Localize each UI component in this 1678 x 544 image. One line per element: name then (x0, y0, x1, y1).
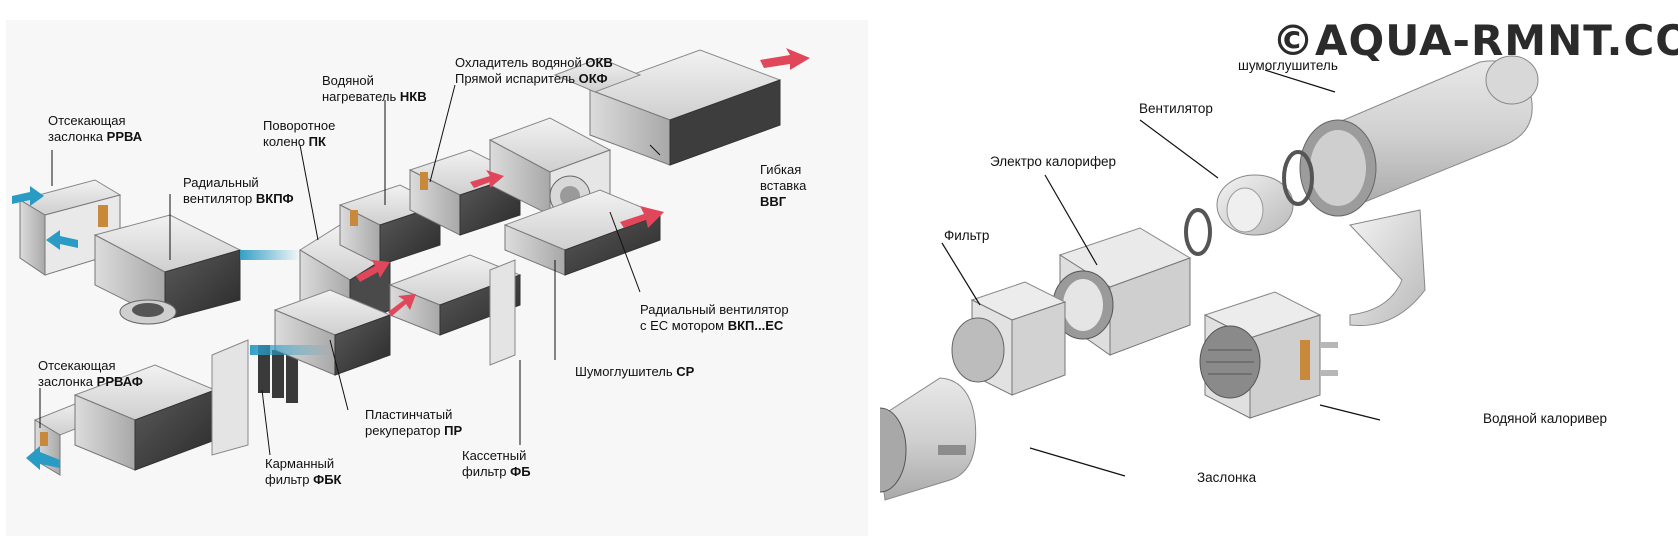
label-rrvaf-code: РРВАФ (96, 374, 143, 389)
label-vkpf-line1: Радиальный (183, 175, 259, 190)
label-rrva-line1: Отсекающая (48, 113, 126, 128)
label-okv-line1a: Охладитель водяной (455, 55, 586, 70)
label-pr-line1: Пластинчатый (365, 407, 453, 422)
label-rrva-line2a: заслонка (48, 129, 107, 144)
label-vvg-code: ВВГ (760, 194, 787, 209)
filter-shape (951, 281, 1067, 396)
label-okf-code: ОКФ (578, 71, 608, 86)
label-pk: Поворотное колено ПК (263, 118, 335, 150)
leader-lines (39, 84, 661, 456)
label-rrvaf-line1: Отсекающая (38, 358, 116, 373)
label-water-heater: Водяной калоривер (1483, 411, 1607, 426)
label-fbk: Карманный фильтр ФБК (265, 456, 341, 488)
label-sr: Шумоглушитель СР (575, 364, 694, 380)
label-vvg: Гибкая вставка ВВГ (760, 162, 806, 210)
label-nkv-line1: Водяной (322, 73, 374, 88)
label-rrva: Отсекающая заслонка РРВА (48, 113, 142, 145)
leader-lines-right (941, 69, 1381, 477)
label-fbk-line1: Карманный (265, 456, 335, 471)
label-pr: Пластинчатый рекуператор ПР (365, 407, 462, 439)
label-silencer: шумоглушитель (1238, 58, 1338, 73)
label-vkpf-line2a: вентилятор (183, 191, 256, 206)
ventilation-system-diagram: Отсекающая заслонка РРВА Радиальный вент… (12, 48, 810, 488)
label-vkp-ec-line2a: с ЕС мотором (640, 318, 728, 333)
label-vkp-ec-code: ВКП...ЕС (727, 318, 784, 333)
exploded-components-diagram: ©AQUA-RMNT.COM шумоглушитель Вентилятор … (880, 0, 1678, 544)
label-fb-line1: Кассетный (462, 448, 527, 463)
label-rrvaf: Отсекающая заслонка РРВАФ (38, 358, 143, 390)
watermark: ©AQUA-RMNT.COM (1272, 16, 1678, 65)
damper-shape (880, 377, 977, 501)
water-heater-shape (1199, 291, 1338, 419)
label-fb: Кассетный фильтр ФБ (462, 448, 531, 480)
label-pk-line1: Поворотное (263, 118, 336, 133)
label-pr-line2a: рекуператор (365, 423, 445, 438)
fan-shape (1184, 150, 1314, 256)
label-fan: Вентилятор (1139, 101, 1213, 116)
label-sr-line1a: Шумоглушитель (575, 364, 677, 379)
bracket-shape (1349, 209, 1426, 327)
duct-illustration (12, 48, 810, 476)
filter-fb-shape (489, 259, 516, 366)
label-nkv-line2a: нагреватель (322, 89, 400, 104)
components-illustration (880, 55, 1539, 501)
label-okf-line2a: Прямой испаритель (455, 71, 579, 86)
label-fbk-line2a: фильтр (265, 472, 314, 487)
airflow-arrows (12, 48, 810, 470)
electric-heater-shape (1052, 227, 1192, 356)
label-nkv: Водяной нагреватель НКВ (322, 73, 427, 105)
label-pk-line2a: колено (263, 134, 309, 149)
outlet-duct-shape (553, 49, 782, 166)
label-pk-code: ПК (308, 134, 326, 149)
filter-fbk-shape (211, 339, 298, 456)
label-rrvaf-line2a: заслонка (38, 374, 97, 389)
fan-vkpf-shape (93, 214, 242, 325)
label-fbk-code: ФБК (313, 472, 342, 487)
label-okv: Охладитель водяной ОКВ Прямой испаритель… (455, 55, 613, 87)
label-vkpf-code: ВКПФ (255, 191, 294, 206)
label-electric-heater: Электро калорифер (990, 154, 1117, 169)
label-rrva-code: РРВА (106, 129, 143, 144)
duct-lower-shape (73, 364, 217, 471)
label-vkp-ec-line1: Радиальный вентилятор (640, 302, 789, 317)
label-fb-code: ФБ (510, 464, 531, 479)
recuperator-pr-shape (273, 289, 392, 376)
label-fb-line2a: фильтр (462, 464, 511, 479)
label-pr-code: ПР (444, 423, 463, 438)
label-filter: Фильтр (944, 228, 990, 243)
label-nkv-code: НКВ (399, 89, 427, 104)
label-okv-code: ОКВ (585, 55, 613, 70)
label-vvg-line2: вставка (760, 178, 807, 193)
label-vkp-ec: Радиальный вентилятор с ЕС мотором ВКП..… (640, 302, 789, 334)
silencer-shape (1299, 55, 1539, 217)
label-vvg-line1: Гибкая (760, 162, 802, 177)
label-damper: Заслонка (1197, 470, 1257, 485)
label-vkpf: Радиальный вентилятор ВКПФ (183, 175, 294, 207)
label-sr-code: СР (676, 364, 695, 379)
